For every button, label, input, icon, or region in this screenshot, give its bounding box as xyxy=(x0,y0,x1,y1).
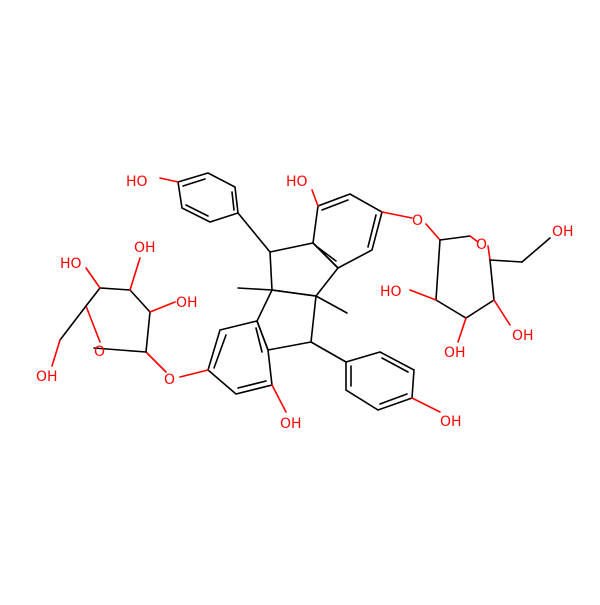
bond-to-ether-o xyxy=(145,351,167,373)
bond-to-oh xyxy=(149,301,176,313)
methyl-bond xyxy=(315,295,348,314)
bond xyxy=(237,212,271,253)
benzene-ring-lower-left xyxy=(207,320,273,395)
ring-o-bond xyxy=(85,305,101,343)
atom-label: OH xyxy=(552,224,574,240)
bond-to-oh xyxy=(457,317,467,343)
atom-label: OH xyxy=(134,240,156,256)
bond-layer xyxy=(51,172,551,413)
atom-label: OH xyxy=(512,328,534,344)
atom-label: HO xyxy=(126,174,148,190)
atom-label: HO xyxy=(60,256,82,272)
atom-label: OH xyxy=(36,369,58,385)
methyl-bond xyxy=(237,287,273,291)
bond xyxy=(489,259,523,263)
bond xyxy=(59,305,87,341)
aromatic-inner-bond xyxy=(182,178,206,187)
bond-to-ether-o xyxy=(425,223,441,241)
aromatic-inner-bond xyxy=(237,380,267,389)
bond-to-ether-o xyxy=(381,211,413,219)
aromatic-inner-bond xyxy=(315,245,337,262)
atom-label: OH xyxy=(176,295,198,311)
bond-to-ether-o xyxy=(179,369,209,378)
atom-label: HO xyxy=(286,174,308,190)
atom-label: OH xyxy=(280,416,302,432)
atom-label: OH xyxy=(444,345,466,361)
phenol-ring-lower-right xyxy=(345,351,415,411)
aromatic-inner-bond xyxy=(185,204,209,217)
ring-o-bond xyxy=(487,245,491,261)
bond xyxy=(521,237,551,263)
aromatic-inner-bond xyxy=(379,393,408,405)
atom-label-layer: HO HO O OH O HO OH OH OH HO OH O OH O OH… xyxy=(36,174,574,432)
bond-to-oh xyxy=(159,177,179,183)
atom-label: O xyxy=(476,237,487,253)
aromatic-inner-bond xyxy=(381,357,409,373)
atom-label: O xyxy=(164,372,175,388)
aromatic-inner-bond xyxy=(231,191,235,211)
aromatic-inner-bond xyxy=(255,327,263,353)
atom-label: O xyxy=(94,344,105,360)
atom-label: OH xyxy=(440,414,462,430)
sugar-ring-left xyxy=(85,287,151,353)
atom-label: O xyxy=(412,213,423,229)
aromatic-inner-bond xyxy=(367,214,377,248)
bond-to-oh xyxy=(271,384,287,413)
phenol-ring-upper-left xyxy=(177,172,239,223)
bond-to-oh xyxy=(85,267,101,289)
ring-o-bond xyxy=(469,235,479,243)
bond xyxy=(310,341,347,363)
five-membered-ring-upper xyxy=(269,242,340,297)
aromatic-inner-bond xyxy=(321,199,349,211)
bond-to-oh xyxy=(493,299,511,326)
atom-label: HO xyxy=(380,284,402,300)
bond-to-oh xyxy=(411,397,441,413)
bond-to-oh xyxy=(311,189,319,207)
bond-to-oh xyxy=(51,339,61,367)
five-membered-ring-lower xyxy=(256,289,317,351)
bond-to-oh xyxy=(409,289,437,301)
aromatic-inner-bond xyxy=(213,334,227,369)
bond-to-oh xyxy=(129,257,141,291)
